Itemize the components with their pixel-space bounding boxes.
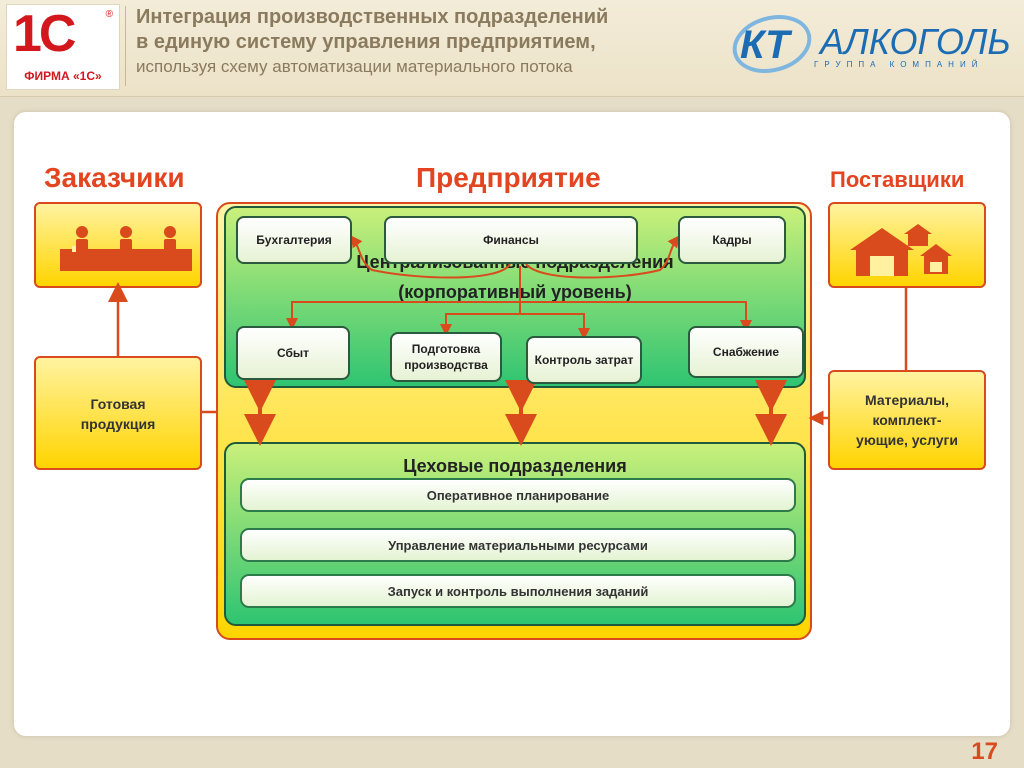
title-line-2: в единую систему управления предприятием… [136, 31, 596, 53]
heading-suppliers: Поставщики [830, 167, 965, 192]
shop-title: Цеховые подразделения [403, 456, 627, 476]
unit-cost-control: Контроль затрат [526, 336, 642, 384]
logo-1c-text: ФИРМА «1С» [24, 69, 102, 83]
customers-box [34, 202, 202, 288]
materials-line-2: комплект- [872, 412, 942, 428]
unit-hr: Кадры [678, 216, 786, 264]
logo-1c: 1С ® ФИРМА «1С» [6, 4, 120, 90]
title-line-1: Интеграция производственных подразделени… [136, 6, 609, 28]
materials-line-1: Материалы, [865, 392, 949, 408]
finished-goods-line-2: продукция [80, 416, 156, 432]
header: 1С ® ФИРМА «1С» Интеграция производствен… [0, 0, 1024, 97]
unit-supply: Снабжение [688, 326, 804, 378]
logo-kt-name: АЛКОГОЛЬ [818, 21, 1011, 62]
logo-kt-alcohol: КТ АЛКОГОЛЬ [732, 15, 1011, 73]
materials-box: Материалы, комплект- ующие, услуги [828, 370, 986, 470]
logo-kt-swoosh [732, 15, 812, 73]
unit-sales: Сбыт [236, 326, 350, 380]
unit-finance: Финансы [384, 216, 638, 264]
unit-accounting: Бухгалтерия [236, 216, 352, 264]
shop-row-launch-control: Запуск и контроль выполнения заданий [240, 574, 796, 608]
logo-kt-subtitle: ГРУППА КОМПАНИЙ [814, 60, 984, 69]
suppliers-box [828, 202, 986, 288]
central-title-line-2: (корпоративный уровень) [398, 282, 632, 302]
logo-kt-mark: КТ [740, 23, 793, 67]
warehouse-icon [850, 224, 952, 276]
registered-icon: ® [105, 9, 113, 20]
header-divider [125, 6, 126, 86]
heading-enterprise: Предприятие [416, 162, 601, 193]
slide-number: 17 [971, 738, 998, 765]
finished-goods-line-1: Готовая [90, 396, 146, 412]
customers-icon [60, 226, 192, 271]
shop-row-materials: Управление материальными ресурсами [240, 528, 796, 562]
unit-production-prep: Подготовка производства [390, 332, 502, 382]
logo-1c-mark: 1С [13, 5, 76, 63]
shop-row-planning: Оперативное планирование [240, 478, 796, 512]
heading-customers: Заказчики [44, 162, 185, 193]
finished-goods-box: Готовая продукция [34, 356, 202, 470]
title-line-3: используя схему автоматизации материальн… [136, 57, 573, 76]
materials-line-3: ующие, услуги [856, 432, 958, 448]
